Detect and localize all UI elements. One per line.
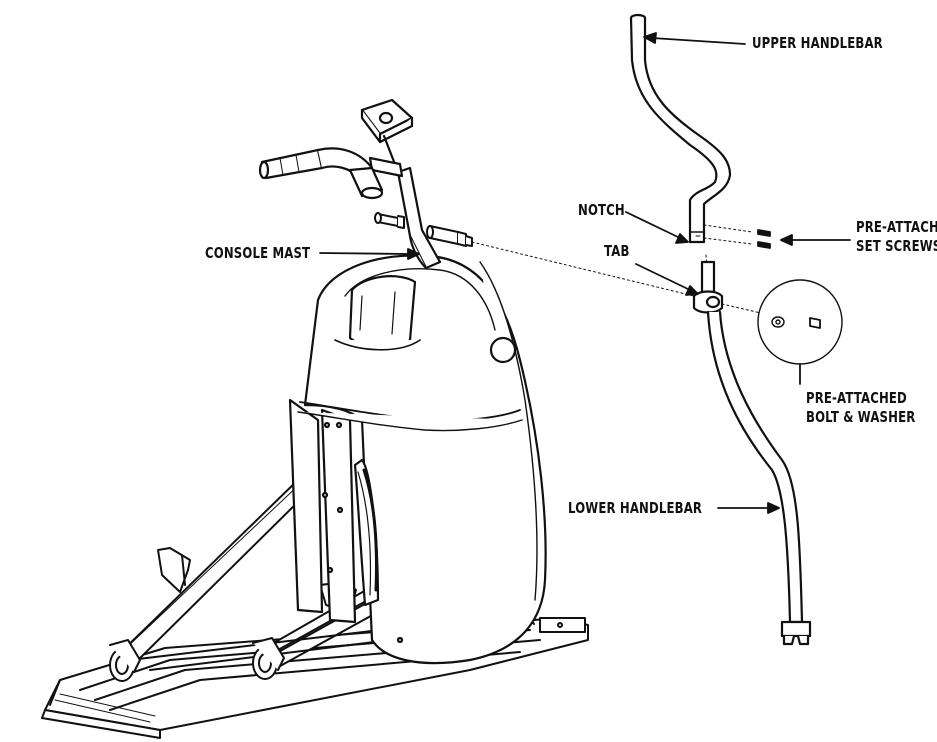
leader-arrows (319, 32, 851, 514)
label-console-mast: CONSOLE MAST (205, 244, 311, 262)
bolt-washer-callout (757, 279, 843, 365)
front-wheels (109, 637, 285, 682)
main-shroud (288, 254, 547, 665)
set-screws (757, 229, 771, 249)
label-tab: TAB (604, 242, 630, 260)
label-upper-handlebar: UPPER HANDLEBAR (752, 34, 883, 52)
grip-handlebar (258, 147, 384, 200)
console-mast-part (360, 98, 442, 270)
upper-handlebar-part (629, 13, 732, 244)
label-pre-attached-bolt-washer: PRE-ATTACHED BOLT & WASHER (806, 389, 916, 426)
lower-handlebar-part (692, 260, 812, 646)
label-pre-attached-set-screws: PRE-ATTACHED SET SCREWS (856, 218, 937, 255)
label-notch: NOTCH (578, 201, 625, 219)
label-lower-handlebar: LOWER HANDLEBAR (568, 499, 703, 517)
alignment-lines (471, 224, 809, 325)
